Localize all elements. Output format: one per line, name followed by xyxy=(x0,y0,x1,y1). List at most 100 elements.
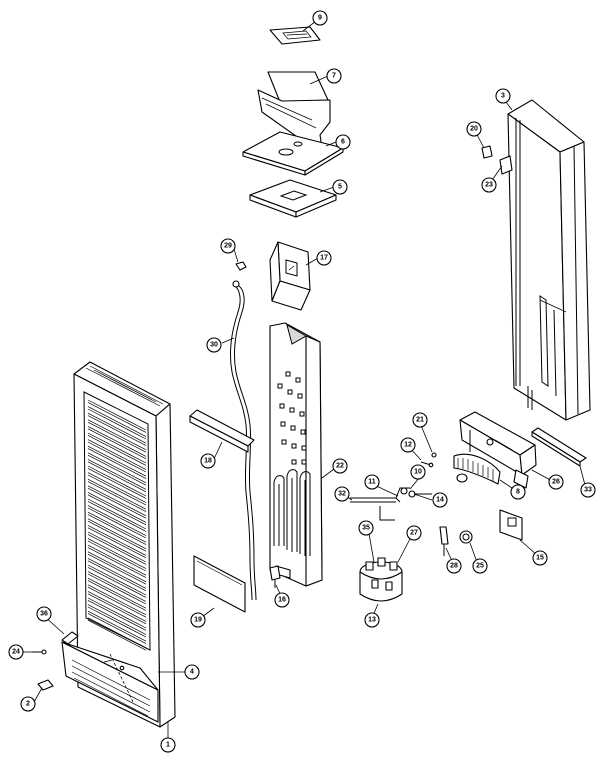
callout-24: 24 xyxy=(8,644,24,660)
callout-11: 11 xyxy=(364,474,380,490)
svg-text:19: 19 xyxy=(194,617,202,624)
callout-7: 7 xyxy=(326,68,342,84)
svg-text:11: 11 xyxy=(368,479,376,486)
louver-slat xyxy=(87,478,147,512)
svg-text:35: 35 xyxy=(362,525,370,532)
svg-text:10: 10 xyxy=(414,469,422,476)
callout-23: 23 xyxy=(481,177,497,193)
callout-36: 36 xyxy=(36,606,52,622)
svg-text:32: 32 xyxy=(338,491,346,498)
svg-text:4: 4 xyxy=(190,669,194,676)
louver-slat xyxy=(87,511,147,545)
louver-slat xyxy=(87,492,147,526)
callout-20: 20 xyxy=(466,121,482,137)
svg-text:15: 15 xyxy=(536,555,544,562)
svg-text:5: 5 xyxy=(338,184,342,191)
louver-slat xyxy=(87,551,147,585)
part-28-igniter xyxy=(439,526,449,556)
callout-32: 32 xyxy=(334,486,350,502)
part-3-rear-housing xyxy=(507,99,591,421)
svg-text:24: 24 xyxy=(12,649,20,656)
svg-text:9: 9 xyxy=(318,15,322,22)
svg-text:7: 7 xyxy=(332,73,336,80)
part-26-burner-box xyxy=(459,411,537,489)
svg-text:22: 22 xyxy=(336,463,344,470)
svg-text:20: 20 xyxy=(470,126,478,133)
louver-slat xyxy=(87,564,147,598)
part-2-clip xyxy=(37,679,54,691)
callout-27: 27 xyxy=(406,525,422,541)
svg-text:28: 28 xyxy=(450,563,458,570)
cabinet-top-grille xyxy=(85,365,164,407)
callout-22: 22 xyxy=(332,458,348,474)
svg-text:2: 2 xyxy=(26,701,30,708)
heat-exchanger-ports xyxy=(277,371,307,465)
part-17-bracket xyxy=(269,241,311,311)
callout-12: 12 xyxy=(400,437,416,453)
svg-text:27: 27 xyxy=(410,530,418,537)
louver-slat xyxy=(87,472,147,506)
part-24-screw xyxy=(32,649,47,655)
callout-19: 19 xyxy=(190,612,206,628)
callout-21: 21 xyxy=(412,412,428,428)
callout-6: 6 xyxy=(335,134,351,150)
louver-slat xyxy=(87,406,147,440)
callout-33: 33 xyxy=(580,482,596,498)
part-6-plate xyxy=(242,131,344,176)
louver-slat xyxy=(87,538,147,572)
louver-slat xyxy=(87,465,147,499)
part-25-washer xyxy=(459,530,473,544)
louver-slat xyxy=(87,445,147,479)
part-12-screw xyxy=(420,461,434,468)
svg-text:33: 33 xyxy=(584,487,592,494)
svg-text:8: 8 xyxy=(516,489,520,496)
louver-slat xyxy=(87,485,147,519)
callout-25: 25 xyxy=(472,558,488,574)
svg-text:14: 14 xyxy=(436,497,444,504)
svg-text:16: 16 xyxy=(278,597,286,604)
gas-line-assembly xyxy=(350,487,432,521)
part-19-access-panel xyxy=(193,555,246,613)
svg-text:1: 1 xyxy=(166,742,170,749)
svg-text:26: 26 xyxy=(552,479,560,486)
callout-1: 1 xyxy=(160,737,176,753)
louver-slat xyxy=(87,610,147,644)
callout-2: 2 xyxy=(20,696,36,712)
louver-slat xyxy=(87,419,147,453)
part-33-rail xyxy=(531,427,587,467)
part-7-top-cap xyxy=(257,71,331,149)
part-16-bracket xyxy=(189,409,255,453)
part-9-grille-plate xyxy=(269,26,321,45)
callout-28: 28 xyxy=(446,558,462,574)
louver-slat xyxy=(87,399,147,433)
part-20-grommet xyxy=(481,145,493,159)
part-30-capillary xyxy=(229,280,257,601)
callout-18: 18 xyxy=(200,453,216,469)
part-29-nut xyxy=(235,261,247,271)
heat-exchanger-tubes xyxy=(273,469,311,556)
callout-9: 9 xyxy=(312,10,328,26)
louver-slat xyxy=(87,591,147,625)
louver-slat xyxy=(87,531,147,565)
svg-text:23: 23 xyxy=(485,182,493,189)
part-5-plate xyxy=(249,179,337,218)
part-18-fitting xyxy=(269,565,281,588)
callout-15: 15 xyxy=(532,550,548,566)
callout-4: 4 xyxy=(184,664,200,680)
part-8-pilot-assembly xyxy=(453,453,501,485)
cabinet-lower-door xyxy=(61,631,159,723)
louver-slat xyxy=(87,584,147,618)
callouts: 9 7 6 5 17 29 30 22 18 19 16 1 4 36 24 2… xyxy=(8,10,596,753)
louver-slat xyxy=(87,439,147,473)
louver-slat xyxy=(87,571,147,605)
louver-slat xyxy=(87,597,147,631)
svg-text:30: 30 xyxy=(210,342,218,349)
louver-slat xyxy=(87,498,147,532)
louver-slat xyxy=(87,412,147,446)
callout-30: 30 xyxy=(206,337,222,353)
callout-26: 26 xyxy=(548,474,564,490)
part-22-heat-exchanger xyxy=(269,322,323,587)
part-15-plate xyxy=(499,509,523,541)
svg-text:29: 29 xyxy=(224,243,232,250)
